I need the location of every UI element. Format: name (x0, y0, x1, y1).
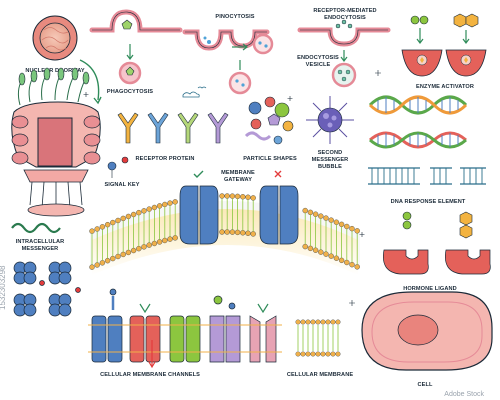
receptor-mediated-label-line2: ENDOCYTOSIS (324, 15, 366, 21)
membrane-gateway-label-line1: MEMBRANE (221, 170, 255, 176)
nuclear-doorway-icon (32, 15, 78, 61)
hormone-ligand-label: HORMONE LIGAND (403, 286, 457, 292)
intracellular-messenger-icon (11, 222, 61, 234)
receptor-mediated-label-line1: RECEPTOR-MEDIATED (313, 8, 376, 14)
arrowhead-icon (93, 96, 102, 105)
brand-watermark: Adobe Stock (444, 391, 484, 398)
pinocytosis-icon (182, 29, 274, 95)
cell-label: CELL (417, 382, 432, 388)
stock-id-watermark: 1532303298 (0, 265, 7, 310)
nuclear-doorway-label: NUCLEAR DOORWAY (25, 68, 84, 74)
second-messenger-label-line1: SECOND (318, 150, 343, 156)
second-messenger-label-line3: BUBBLE (318, 164, 342, 170)
second-messenger-bubble-icon (306, 96, 354, 144)
arrow-icon (79, 59, 100, 101)
nuclear-pore-complex-icon (11, 67, 101, 217)
central-membrane (89, 193, 360, 275)
endocytosis-vesicle-label-line1: ENDOCYTOSIS (297, 55, 339, 61)
clouds-icon (182, 86, 207, 98)
messenger-molecule-icons (13, 261, 81, 317)
cell-icon (361, 291, 493, 371)
endocytosis-vesicle-label-line2: VESICLE (306, 62, 331, 68)
hormone-ligand-icon (383, 211, 491, 275)
dna-helix-icons (368, 95, 468, 149)
receptor-mediated-endocytosis-icon (297, 19, 391, 88)
particle-shapes-icons (244, 96, 294, 145)
cross-icon (274, 170, 282, 178)
particle-shapes-label: PARTICLE SHAPES (243, 156, 297, 162)
second-messenger-label-line2: MESSENGER (312, 157, 349, 163)
dna-response-element-label: DNA RESPONSE ELEMENT (391, 199, 466, 205)
sparkle-icons (83, 70, 381, 306)
enzyme-activator-label: ENZYME ACTIVATOR (416, 84, 474, 90)
signal-key-label: SIGNAL KEY (104, 182, 139, 188)
enzyme-activator-icon (401, 13, 487, 77)
signal-key-icons (107, 156, 129, 178)
cellular-membrane-icon (295, 319, 342, 357)
intracellular-messenger-label-line2: MESSENGER (22, 246, 59, 252)
dna-response-element-icon (368, 167, 486, 185)
intracellular-messenger-label-line1: INTRACELLULAR (16, 239, 65, 245)
membrane-gateway-icon (179, 170, 299, 245)
membrane-gateway-label-line2: GATEWAY (224, 177, 252, 183)
pinocytosis-label: PINOCYTOSIS (215, 14, 254, 20)
receptor-protein-icons (117, 112, 229, 144)
phagocytosis-label: PHAGOCYTOSIS (107, 89, 153, 95)
cellular-membrane-channels-label: CELLULAR MEMBRANE CHANNELS (100, 372, 200, 378)
receptor-protein-label: RECEPTOR PROTEIN (136, 156, 195, 162)
cellular-membrane-channels-icons (88, 288, 282, 369)
check-icon (193, 170, 204, 178)
phagocytosis-icon (89, 9, 183, 85)
cellular-membrane-label: CELLULAR MEMBRANE (287, 372, 354, 378)
